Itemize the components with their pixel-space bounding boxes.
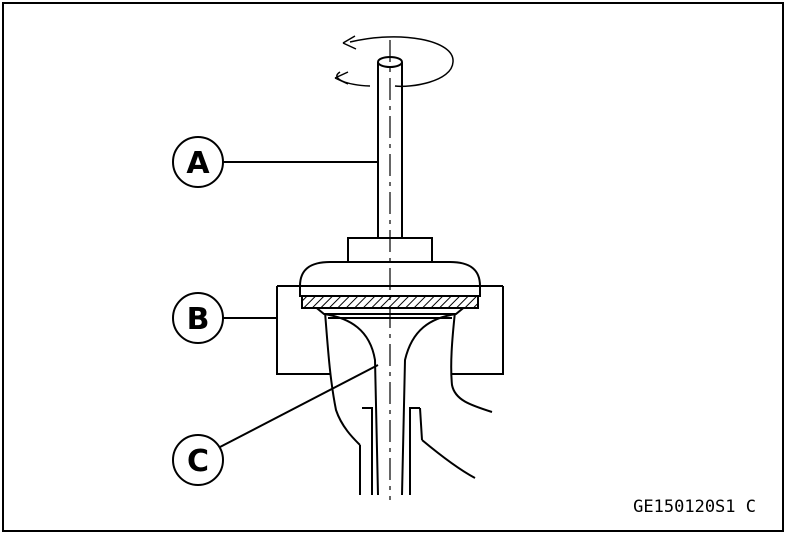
- callout-b: B: [172, 292, 277, 344]
- figure-code: GE150120S1 C: [633, 497, 756, 517]
- callout-c: C: [172, 364, 379, 486]
- callout-b-label: B: [187, 302, 210, 337]
- callout-a: A: [172, 136, 378, 188]
- callout-a-label: A: [186, 146, 210, 181]
- rotation-arrow: [334, 35, 454, 88]
- callout-c-label: C: [187, 444, 209, 479]
